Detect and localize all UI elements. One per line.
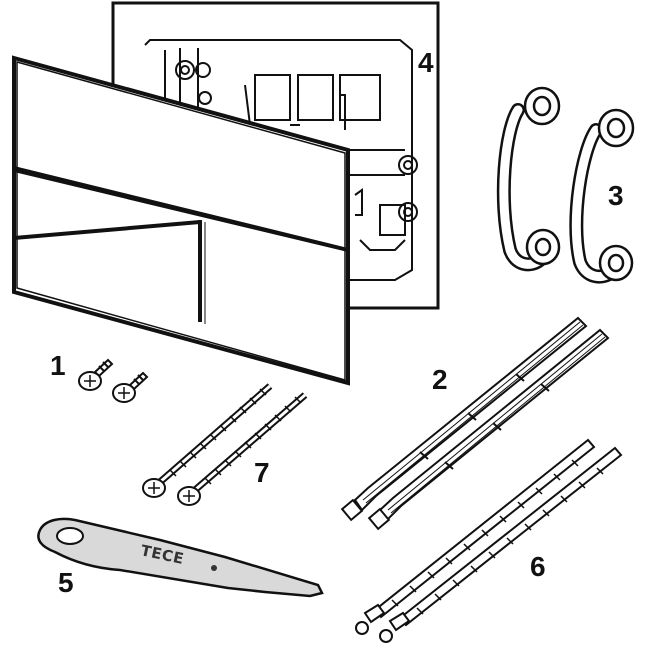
threaded-rod-2 xyxy=(379,446,623,643)
long-screw-2 xyxy=(177,392,308,506)
label-part-4: 4 xyxy=(418,47,434,78)
rod-2 xyxy=(367,328,610,531)
rod-1 xyxy=(340,316,588,522)
label-part-5: 5 xyxy=(58,567,74,598)
label-part-1: 1 xyxy=(50,350,66,381)
removal-tool: TECE xyxy=(37,517,324,598)
label-part-6: 6 xyxy=(530,551,546,582)
flush-plate xyxy=(12,55,350,386)
small-screws xyxy=(78,358,149,403)
actuation-rods xyxy=(340,316,610,531)
tool-logo-mark xyxy=(211,565,217,571)
small-screw-1 xyxy=(78,358,114,391)
label-part-2: 2 xyxy=(432,364,448,395)
small-screw-2 xyxy=(112,371,149,403)
long-screws xyxy=(142,383,308,506)
handle-pair xyxy=(496,86,635,284)
threaded-rod-1 xyxy=(355,438,596,635)
threaded-rods xyxy=(355,438,623,643)
handle-right xyxy=(569,108,635,284)
handle-left xyxy=(496,86,561,272)
label-part-3: 3 xyxy=(608,180,624,211)
label-part-7: 7 xyxy=(254,457,270,488)
long-screw-1 xyxy=(142,383,273,498)
